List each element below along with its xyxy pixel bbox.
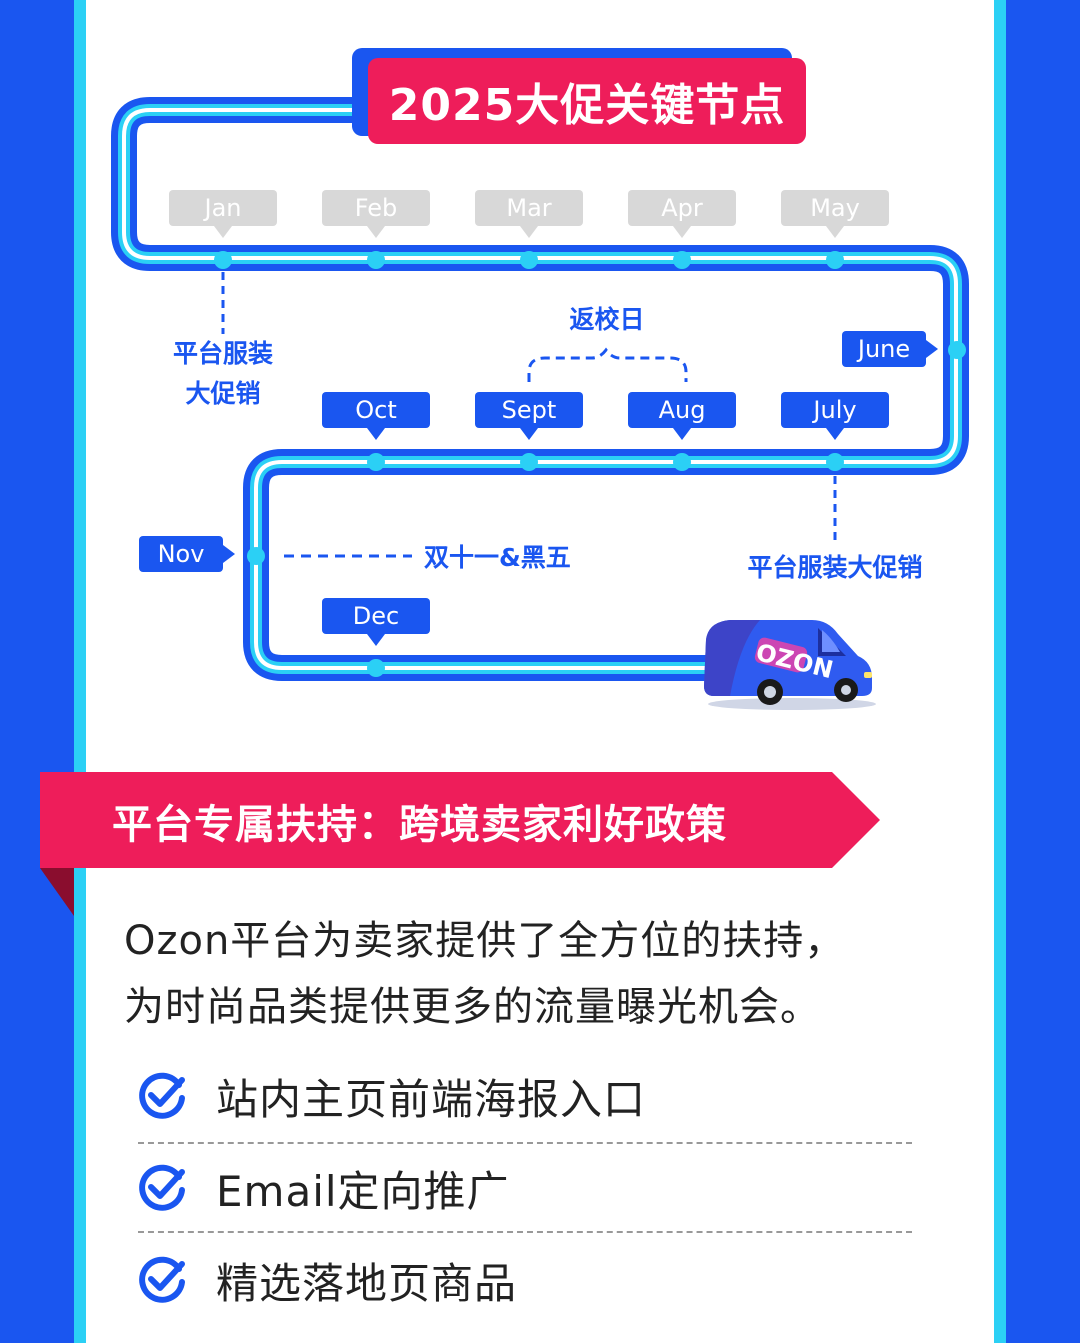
station-dot-dec xyxy=(367,659,385,677)
intro-line-2: 为时尚品类提供更多的流量曝光机会。 xyxy=(124,984,821,1030)
station-dot-june xyxy=(948,341,966,359)
month-label-may: May xyxy=(781,190,889,238)
month-label-oct: Oct xyxy=(322,392,430,440)
jan-event-label: 平台服装 大促销 xyxy=(143,334,303,414)
intro-paragraph: Ozon平台为卖家提供了全方位的扶持， 为时尚品类提供更多的流量曝光机会。 xyxy=(124,908,964,1040)
ozon-van-illustration: OZON xyxy=(704,620,876,710)
benefit-label: 精选落地页商品 xyxy=(216,1258,518,1308)
benefit-divider xyxy=(138,1142,912,1144)
month-label-june: June xyxy=(842,331,938,367)
jan-event-line2: 大促销 xyxy=(185,379,261,408)
support-banner-shape xyxy=(40,772,880,916)
track-path xyxy=(111,97,969,681)
month-label-aug: Aug xyxy=(628,392,736,440)
support-banner-title: 平台专属扶持：跨境卖家利好政策 xyxy=(112,802,727,848)
benefit-divider xyxy=(138,1231,912,1233)
benefit-label: Email定向推广 xyxy=(216,1166,510,1216)
check-circle-icon xyxy=(139,1256,185,1303)
month-label-feb: Feb xyxy=(322,190,430,238)
station-dot-july xyxy=(826,453,844,471)
jan-event-line1: 平台服装 xyxy=(172,339,273,368)
timeline-track xyxy=(111,97,969,681)
month-label-apr: Apr xyxy=(628,190,736,238)
benefit-item-email-promotion: Email定向推广 xyxy=(136,1158,916,1218)
benefit-item-homepage-poster: 站内主页前端海报入口 xyxy=(136,1066,916,1126)
nov-event-label: 双十一&黑五 xyxy=(424,543,571,572)
july-event-label: 平台服装大促销 xyxy=(747,553,923,582)
station-dot-oct xyxy=(367,453,385,471)
page-title: 2025大促关键节点 xyxy=(368,58,806,144)
right-accent-stripe xyxy=(994,0,1006,1343)
station-dot-nov xyxy=(247,547,265,565)
check-circle-icon xyxy=(139,1072,185,1119)
month-label-jan: Jan xyxy=(169,190,277,238)
intro-line-1: Ozon平台为卖家提供了全方位的扶持， xyxy=(124,918,846,964)
back-to-school-brace xyxy=(527,347,688,382)
month-label-sept: Sept xyxy=(475,392,583,440)
station-dot-sept xyxy=(520,453,538,471)
month-label-july: July xyxy=(781,392,889,440)
benefit-label: 站内主页前端海报入口 xyxy=(216,1074,647,1124)
station-dot-may xyxy=(826,251,844,269)
month-label-dec: Dec xyxy=(322,598,430,646)
station-dot-jan xyxy=(214,251,232,269)
back-to-school-label: 返校日 xyxy=(569,305,645,334)
station-dot-aug xyxy=(673,453,691,471)
station-dot-feb xyxy=(367,251,385,269)
benefit-item-landing-page: 精选落地页商品 xyxy=(136,1250,916,1310)
left-accent-stripe xyxy=(74,0,86,1343)
month-label-nov: Nov xyxy=(139,536,235,572)
check-circle-icon xyxy=(139,1164,185,1211)
station-dot-mar xyxy=(520,251,538,269)
station-dot-apr xyxy=(673,251,691,269)
month-label-mar: Mar xyxy=(475,190,583,238)
